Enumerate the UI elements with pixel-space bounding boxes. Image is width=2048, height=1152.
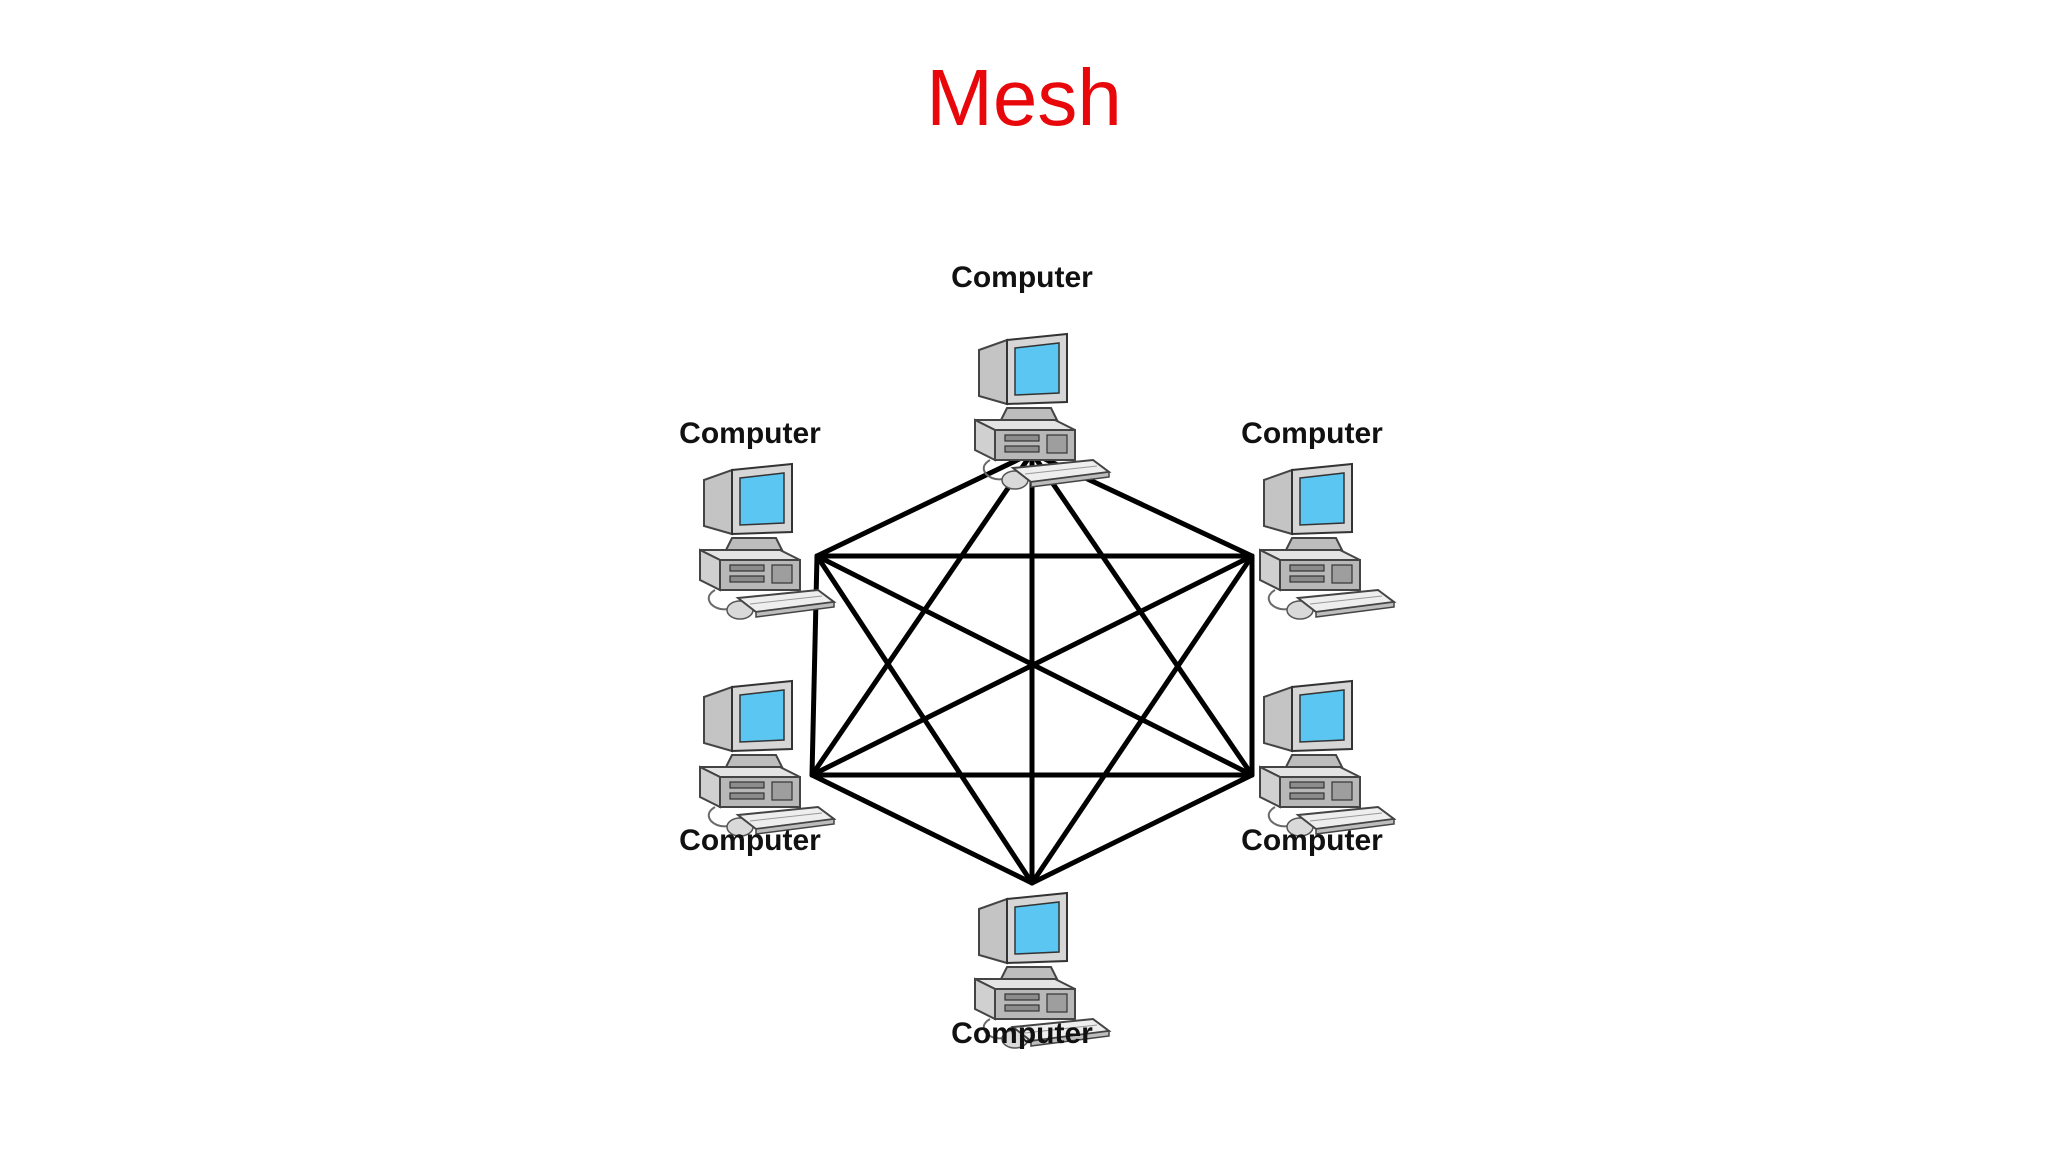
computer-node-top: Computer xyxy=(951,261,1110,490)
computer-node-lower-right: Computer xyxy=(1241,680,1395,857)
computer-node-bottom: Computer xyxy=(951,892,1110,1050)
computer-label-lower-left: Computer xyxy=(679,824,821,857)
mesh-link-upper-left-lower-left xyxy=(809,553,820,778)
computer-label-lower-right: Computer xyxy=(1241,824,1383,857)
mesh-links xyxy=(809,450,1255,886)
desktop-computer-icon xyxy=(974,333,1110,490)
mesh-link-lower-left-bottom xyxy=(809,772,1035,886)
computer-label-bottom: Computer xyxy=(951,1017,1093,1050)
mesh-link-lower-right-bottom xyxy=(1029,772,1255,886)
computer-node-upper-left: Computer xyxy=(679,417,835,620)
desktop-computer-icon xyxy=(1259,680,1395,837)
mesh-link-upper-right-bottom xyxy=(1029,553,1255,886)
desktop-computer-icon xyxy=(699,463,835,620)
mesh-link-top-lower-right xyxy=(1029,450,1255,778)
computer-label-top: Computer xyxy=(951,261,1093,294)
computer-node-lower-left: Computer xyxy=(679,680,835,857)
desktop-computer-icon xyxy=(1259,463,1395,620)
slide-title: Mesh xyxy=(926,53,1122,142)
mesh-link-top-upper-left xyxy=(814,450,1035,559)
mesh-link-upper-right-lower-left xyxy=(809,553,1255,778)
computer-label-upper-right: Computer xyxy=(1241,417,1383,450)
computer-node-upper-right: Computer xyxy=(1241,417,1395,620)
mesh-link-top-lower-left xyxy=(809,450,1035,778)
computer-label-upper-left: Computer xyxy=(679,417,821,450)
